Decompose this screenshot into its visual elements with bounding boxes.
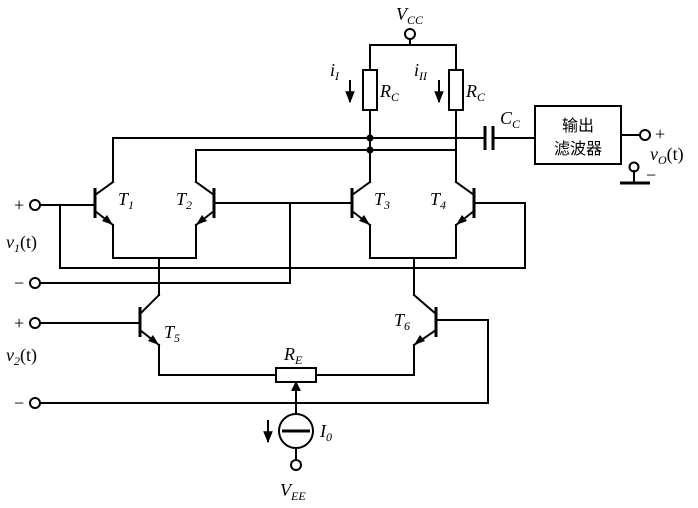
v2-minus-terminal [29, 397, 41, 409]
current-source-i0 [278, 395, 314, 461]
vcc-terminal [369, 28, 457, 71]
coupling-capacitor [479, 126, 536, 150]
filter-label-line2: 滤波器 [554, 139, 602, 158]
t6-label: T6 [394, 310, 410, 333]
transistor-t3 [350, 180, 372, 227]
rc-left-label: RC [379, 81, 400, 104]
v2-label: v2(t) [6, 345, 37, 368]
i2-label: iII [414, 60, 428, 83]
v1-plus-terminal [29, 199, 41, 211]
rc-resistor-right [448, 69, 464, 111]
transistor-t2 [194, 180, 216, 227]
t4-label: T4 [430, 189, 446, 212]
transistor-t5 [138, 293, 161, 347]
i1-label: iI [330, 60, 340, 83]
t3-label: T3 [374, 189, 390, 212]
cc-label: CC [500, 108, 521, 131]
filter-label-line1: 输出 [562, 116, 594, 135]
vee-label: VEE [280, 480, 306, 503]
re-potentiometer [275, 367, 317, 383]
t2-label: T2 [176, 189, 192, 212]
v1-minus-sign: − [14, 273, 24, 293]
v2-plus-terminal [29, 317, 41, 329]
vcc-label: VCC [396, 4, 424, 27]
v1-plus-sign: + [14, 195, 24, 215]
v2-minus-sign: − [14, 393, 24, 413]
output-minus-sign: − [646, 165, 656, 185]
v1-label: v1(t) [6, 232, 37, 255]
t5-label: T5 [164, 322, 180, 345]
transistor-t6 [412, 293, 438, 347]
vo-label: vO(t) [650, 144, 684, 167]
output-terminal [639, 129, 651, 141]
re-label: RE [283, 344, 303, 367]
transistor-t4 [454, 180, 476, 227]
i0-label: I0 [319, 421, 332, 444]
t1-label: T1 [118, 189, 134, 212]
v2-plus-sign: + [14, 313, 24, 333]
output-plus-sign: + [655, 124, 665, 144]
transistor-t1 [93, 180, 115, 227]
rc-right-label: RC [465, 81, 486, 104]
rc-resistor-left [362, 69, 378, 111]
vee-terminal [290, 459, 302, 471]
v1-minus-terminal [29, 277, 41, 289]
